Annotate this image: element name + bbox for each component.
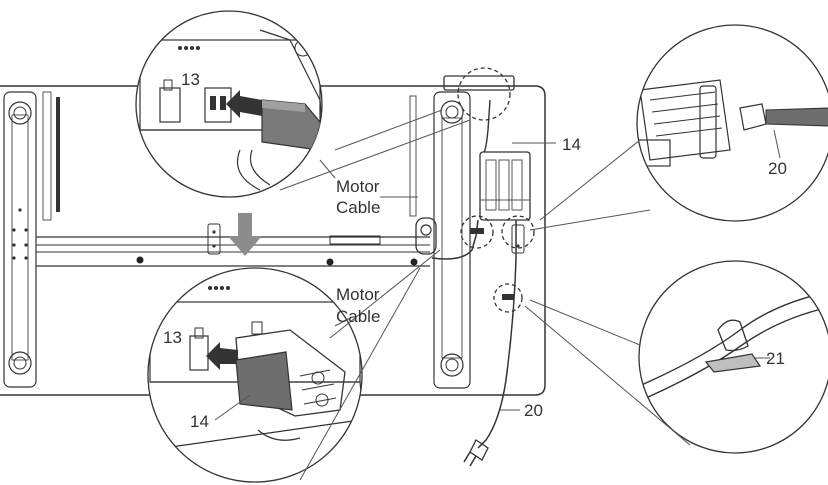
label-14-right: 14 — [562, 135, 581, 154]
motor — [415, 217, 437, 255]
detail-circle-clip — [638, 260, 828, 454]
down-arrow-icon — [228, 213, 262, 256]
label-20-plug: 20 — [524, 401, 543, 420]
left-leg-plate — [3, 91, 37, 388]
detail-circle-bottom: 13 14 — [147, 267, 363, 483]
label-motor-cable-bottom-2: Cable — [336, 307, 380, 326]
power-cable — [431, 219, 517, 449]
label-20-right: 20 — [768, 159, 787, 178]
label-motor-cable-bottom-1: Motor — [336, 285, 380, 304]
label-motor-cable-top-2: Cable — [336, 198, 380, 217]
detail-marker-top — [457, 67, 511, 121]
detail-marker-clip — [493, 283, 523, 313]
label-14-bottom: 14 — [190, 412, 209, 431]
power-plug — [463, 439, 489, 467]
label-motor-cable-top-1: Motor — [336, 177, 380, 196]
label-21: 21 — [766, 349, 785, 368]
detail-marker-cable — [501, 215, 535, 249]
control-box — [479, 151, 531, 221]
right-leg-plate — [409, 91, 525, 389]
detail-circle-cable — [636, 24, 828, 222]
label-13-bottom: 13 — [163, 328, 182, 347]
crossbar — [36, 223, 430, 267]
detail-circle-top: 13 — [135, 10, 323, 198]
detail-marker-motor — [460, 215, 494, 249]
label-13-top: 13 — [181, 70, 200, 89]
